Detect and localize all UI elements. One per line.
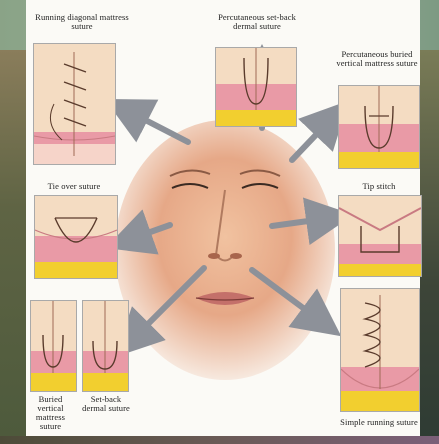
panel-buried-vertical (30, 300, 77, 392)
panel-tip-stitch (338, 195, 422, 277)
arrow-icon (252, 270, 322, 322)
arrow-icon (272, 218, 330, 226)
arrow-icon (126, 110, 188, 142)
label-percutaneous-buried: Percutaneous buried vertical mattress su… (335, 50, 419, 68)
panel-percutaneous-setback (215, 47, 297, 127)
label-running-diagonal: Running diagonal mattress suture (32, 13, 132, 31)
arrow-icon (132, 268, 204, 340)
panel-percutaneous-buried (338, 85, 420, 169)
label-percutaneous-setback: Percutaneous set-back dermal suture (205, 13, 309, 31)
label-simple-running: Simple running suture (338, 418, 420, 436)
label-buried-vertical: Buried vertical mattress suture (28, 395, 73, 435)
arrow-icon (128, 225, 170, 240)
panel-tie-over (34, 195, 118, 279)
panel-setback-dermal (82, 300, 129, 392)
label-tip-stitch: Tip stitch (344, 182, 414, 191)
label-tie-over: Tie over suture (32, 182, 116, 191)
arrow-icon (292, 118, 332, 160)
label-setback-dermal: Set-back dermal suture (80, 395, 132, 413)
panel-running-diagonal (33, 43, 116, 165)
panel-simple-running (340, 288, 420, 412)
